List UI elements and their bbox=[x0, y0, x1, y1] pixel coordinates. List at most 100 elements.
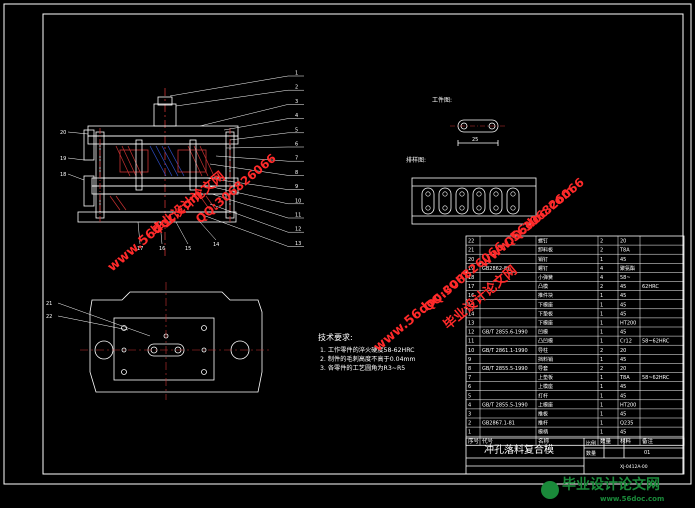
callout-number: 3 bbox=[295, 99, 298, 105]
strip-hole bbox=[459, 205, 465, 211]
bom-cell-qty: 2 bbox=[600, 239, 603, 245]
callout-number: 9 bbox=[295, 184, 298, 190]
callout-leader bbox=[229, 132, 289, 141]
bom-cell-mat: 20 bbox=[620, 366, 626, 372]
strip-hole bbox=[476, 205, 482, 211]
tech-line-3: 3. 各零件的工艺圆角为R3~R5 bbox=[320, 364, 405, 372]
bom-cell-qty: 1 bbox=[600, 402, 603, 408]
bom-cell-name: 小弹簧 bbox=[538, 274, 553, 281]
callout-number: 16 bbox=[159, 246, 165, 252]
callout-number: 21 bbox=[46, 301, 52, 307]
strip-hole bbox=[493, 205, 499, 211]
bom-cell-code: GB/T 2855.6-1990 bbox=[482, 330, 528, 336]
strip-hole bbox=[476, 191, 482, 197]
bom-cell-no: 17 bbox=[468, 284, 474, 290]
bom-cell-no: 2 bbox=[468, 421, 471, 427]
title-block-sheet: 01 bbox=[644, 450, 650, 456]
bom-cell-qty: 4 bbox=[600, 266, 603, 272]
bom-cell-mat: 45 bbox=[620, 311, 626, 317]
bom-cell-no: 9 bbox=[468, 357, 471, 363]
callout-number: 12 bbox=[295, 227, 301, 233]
callout-leader bbox=[169, 75, 289, 97]
callout-number: 7 bbox=[295, 156, 298, 162]
bom-cell-no: 16 bbox=[468, 293, 474, 299]
bom-cell-no: 14 bbox=[468, 311, 474, 317]
bom-cell-no: 10 bbox=[468, 348, 474, 354]
tech-line-2: 2. 制件的毛刺高度不高于0.04mm bbox=[320, 355, 416, 363]
bom-cell-name: 推件块 bbox=[538, 292, 553, 299]
part-view-title: 工件图: bbox=[432, 96, 452, 104]
bom-cell-name: 凹模 bbox=[538, 329, 548, 336]
callout-number: 15 bbox=[185, 246, 191, 252]
callout-number: 20 bbox=[60, 130, 66, 136]
bom-cell-mat: T8A bbox=[619, 375, 630, 381]
bom-cell-qty: 2 bbox=[600, 284, 603, 290]
logo-globe-icon bbox=[541, 481, 559, 499]
footer-logo: 毕业设计论文网 www.56doc.com bbox=[541, 476, 664, 503]
bom-cell-mat: 45 bbox=[620, 257, 626, 263]
bom-cell-no: 8 bbox=[468, 366, 471, 372]
bom-cell-mat: 45 bbox=[620, 330, 626, 336]
callout-number: 22 bbox=[46, 314, 52, 320]
bom-cell-name: 打杆 bbox=[538, 392, 548, 399]
bom-cell-name: 推板 bbox=[538, 411, 548, 418]
tech-line-1: 1. 工作零件的淬火硬度58-62HRC bbox=[320, 346, 415, 354]
bom-cell-qty: 2 bbox=[600, 366, 603, 372]
bom-cell-no: 5 bbox=[468, 393, 471, 399]
bom-header-code: 代号 bbox=[482, 437, 494, 445]
bom-cell-no: 12 bbox=[468, 330, 474, 336]
bom-cell-qty: 1 bbox=[600, 330, 603, 336]
tech-title: 技术要求: bbox=[318, 332, 353, 342]
strip-part bbox=[506, 187, 520, 215]
callout-leader bbox=[209, 163, 289, 176]
callout-leader bbox=[175, 89, 289, 107]
strip-hole bbox=[510, 205, 516, 211]
bom-cell-name: 凸凹模 bbox=[538, 338, 553, 345]
bom-cell-name: 上模座 bbox=[538, 383, 553, 390]
bom-cell-mat: 45 bbox=[620, 357, 626, 363]
strip-view-title: 排样图: bbox=[406, 156, 426, 164]
bom-cell-mat: 45 bbox=[620, 293, 626, 299]
tech-requirements: 技术要求: 1. 工作零件的淬火硬度58-62HRC 2. 制件的毛刺高度不高于… bbox=[318, 332, 416, 372]
bom-cell-no: 13 bbox=[468, 321, 474, 327]
strip-part bbox=[438, 187, 452, 215]
watermarks: www.56doc.com 毕业设计论文网 QQ:306826066 www.5… bbox=[105, 151, 587, 355]
strip-part bbox=[455, 187, 469, 215]
bom-cell-qty: 1 bbox=[600, 421, 603, 427]
strip-hole bbox=[425, 205, 431, 211]
bom-cell-no: 20 bbox=[468, 257, 474, 263]
bom-cell-name: 螺钉 bbox=[538, 265, 548, 272]
bom-cell-name: 螺钉 bbox=[538, 238, 548, 245]
callout-leader bbox=[211, 193, 289, 219]
bom-cell-no: 18 bbox=[468, 275, 474, 281]
strip-part bbox=[421, 187, 435, 215]
callout-leader bbox=[199, 213, 289, 247]
bom-cell-name: 下垫板 bbox=[538, 310, 553, 317]
bom-cell-name: 卸料板 bbox=[538, 247, 553, 254]
bom-cell-name: 上模座 bbox=[538, 401, 553, 408]
bom-header-name: 名称 bbox=[538, 437, 550, 445]
callout-leader bbox=[67, 157, 85, 161]
bom-cell-name: 推杆 bbox=[538, 420, 548, 427]
callout-leader bbox=[57, 315, 129, 331]
callout-number: 14 bbox=[213, 242, 219, 248]
inner-frame bbox=[42, 13, 684, 475]
part-view: 工件图: 25 bbox=[432, 96, 506, 146]
bom-cell-qty: 1 bbox=[600, 321, 603, 327]
plan-view-callouts: 21 22 bbox=[46, 301, 151, 337]
bom-cell-mat: Cr12 bbox=[620, 339, 632, 345]
bom-cell-code: GB2867.1-81 bbox=[482, 421, 515, 427]
bom-cell-qty: 1 bbox=[600, 430, 603, 436]
title-block-qty: 数量 bbox=[586, 450, 596, 457]
bom-cell-mat: 聚氨酯 bbox=[620, 265, 635, 272]
bom-cell-mat: HT200 bbox=[620, 402, 636, 408]
bom-cell-mat: HT200 bbox=[620, 321, 636, 327]
main-section-view bbox=[77, 88, 239, 258]
bom-cell-no: 15 bbox=[468, 302, 474, 308]
bom-cell-name: 上垫板 bbox=[538, 374, 553, 381]
title-block-drawing-no: XJ-0412A-00 bbox=[620, 464, 648, 470]
bom-cell-mat: Q235 bbox=[620, 421, 633, 427]
